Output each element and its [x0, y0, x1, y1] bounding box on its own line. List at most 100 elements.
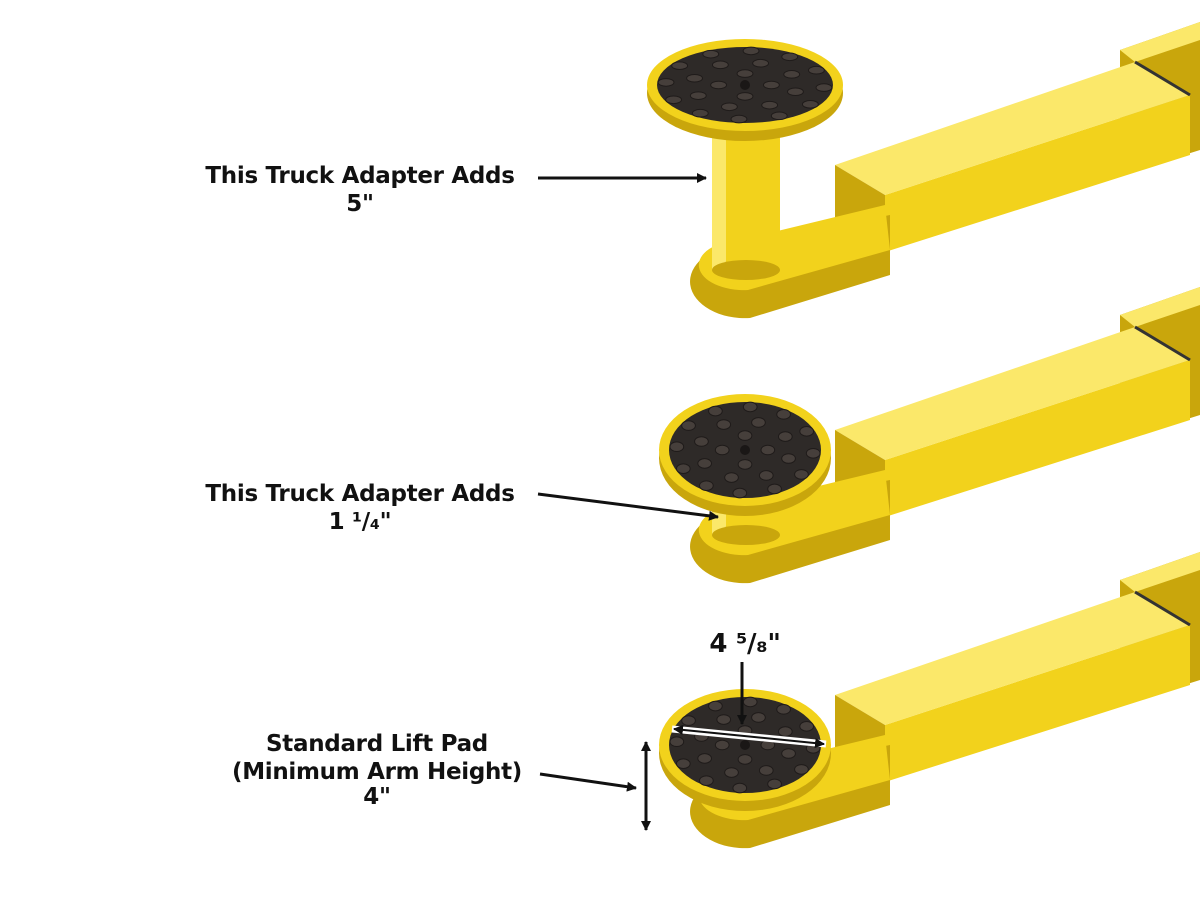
- pad-center-hole: [740, 80, 750, 90]
- rubber-dot: [697, 458, 713, 469]
- rubber-dot: [681, 715, 696, 726]
- callout-2-value: 1 ¹/₄": [328, 509, 392, 535]
- rubber-dot: [691, 108, 709, 118]
- rubber-dot: [681, 420, 696, 431]
- rubber-dot: [801, 100, 819, 109]
- rubber-dot: [776, 409, 791, 420]
- rubber-dot: [714, 444, 730, 456]
- rubber-dot: [694, 436, 709, 447]
- sleeve-seam: [1134, 60, 1191, 97]
- rubber-dot: [760, 444, 776, 456]
- rubber-dot: [737, 459, 753, 470]
- rubber-dot: [686, 73, 703, 83]
- diameter-dimension-arrow: [673, 724, 825, 749]
- rubber-dot: [736, 92, 754, 101]
- callout-1-value: 5": [346, 191, 374, 217]
- rubber-dot: [702, 49, 720, 59]
- arm-standard-pad: [659, 552, 1200, 849]
- rubber-dot: [737, 430, 753, 441]
- rubber-dot: [799, 426, 815, 437]
- rubber-dot: [805, 447, 821, 459]
- outer-sleeve-top: [1120, 22, 1200, 62]
- arm-bar-top: [835, 62, 1190, 195]
- rubber-dot: [730, 114, 748, 124]
- callout-3: Standard Lift Pad (Minimum Arm Height) 4…: [232, 730, 522, 811]
- rubber-dot: [714, 739, 730, 751]
- rubber-dot: [675, 463, 691, 474]
- arm-bar-front: [885, 360, 1190, 517]
- rubber-dot: [781, 748, 796, 759]
- sleeve-seam: [1134, 325, 1191, 362]
- callout-2: This Truck Adapter Adds 1 ¹/₄": [205, 480, 514, 536]
- arm-tall-adapter: [647, 22, 1200, 319]
- rubber-dot: [742, 46, 760, 56]
- outer-sleeve-top: [1120, 287, 1200, 327]
- pad-center-hole: [740, 445, 750, 455]
- rubber-dot: [708, 405, 723, 417]
- callout-3-subtitle: (Minimum Arm Height): [231, 759, 523, 785]
- rubber-dot: [781, 453, 796, 464]
- rubber-dot: [787, 87, 804, 97]
- rubber-dot: [742, 401, 758, 413]
- rubber-dot: [697, 753, 713, 764]
- rubber-dot: [815, 83, 833, 92]
- rubber-dot: [657, 78, 675, 87]
- rubber-dot: [736, 69, 754, 78]
- arm-bar-front: [885, 625, 1190, 782]
- rubber-dot: [724, 767, 739, 778]
- rubber-dot: [752, 58, 770, 68]
- rubber-dot: [777, 726, 793, 737]
- arm-bar-front: [885, 95, 1190, 252]
- rubber-dot: [758, 765, 774, 776]
- callout-1-title: This Truck Adapter Adds: [205, 163, 515, 189]
- rubber-dot: [665, 95, 683, 105]
- rubber-dot: [767, 778, 782, 790]
- rubber-dot: [751, 417, 766, 428]
- arm-bar-top: [835, 592, 1190, 725]
- rubber-dot: [799, 721, 815, 732]
- rubber-dot: [783, 70, 801, 79]
- rubber-dot: [781, 52, 799, 62]
- callout-2-title: This Truck Adapter Adds: [205, 481, 515, 507]
- rubber-dot: [762, 80, 780, 90]
- rubber-dot: [699, 480, 714, 491]
- rubber-dot: [716, 419, 732, 430]
- rubber-dot: [669, 736, 685, 748]
- rubber-dot: [737, 754, 753, 765]
- rubber-dot: [742, 696, 758, 708]
- pad-center-hole: [740, 740, 750, 750]
- rubber-dot: [777, 431, 793, 442]
- arm-bar-top: [835, 327, 1190, 460]
- outer-sleeve-top: [1120, 552, 1200, 592]
- callout-3-title: Standard Lift Pad: [266, 731, 488, 757]
- rubber-dot: [708, 700, 723, 712]
- arm-short-adapter: [659, 287, 1200, 584]
- sleeve-seam: [1134, 590, 1191, 627]
- rubber-dot: [776, 704, 791, 715]
- rubber-dot: [671, 61, 689, 70]
- rubber-dot: [794, 764, 809, 775]
- arrow-truck-adapter-1-25: [537, 492, 719, 521]
- rubber-dot: [720, 102, 738, 112]
- rubber-dot: [724, 472, 739, 483]
- callout-1: This Truck Adapter Adds 5": [205, 162, 514, 218]
- pad-diameter-label: 4 ⁵/₈": [709, 629, 781, 659]
- rubber-dot: [751, 712, 766, 723]
- rubber-dot: [732, 487, 748, 499]
- rubber-dot: [710, 80, 728, 90]
- rubber-dot: [767, 483, 782, 495]
- rubber-dot: [669, 441, 685, 453]
- rubber-dot: [675, 758, 691, 769]
- rubber-dot: [699, 775, 714, 786]
- rubber-dot: [711, 60, 729, 70]
- rubber-dot: [761, 100, 779, 110]
- adapter-post-base: [712, 525, 780, 545]
- rubber-dot: [732, 782, 748, 794]
- arrow-standard-pad: [539, 772, 637, 792]
- adapter-post-base: [712, 260, 780, 280]
- rubber-dot: [807, 65, 825, 75]
- callout-3-value: 4": [363, 784, 391, 810]
- rubber-dot: [716, 714, 732, 725]
